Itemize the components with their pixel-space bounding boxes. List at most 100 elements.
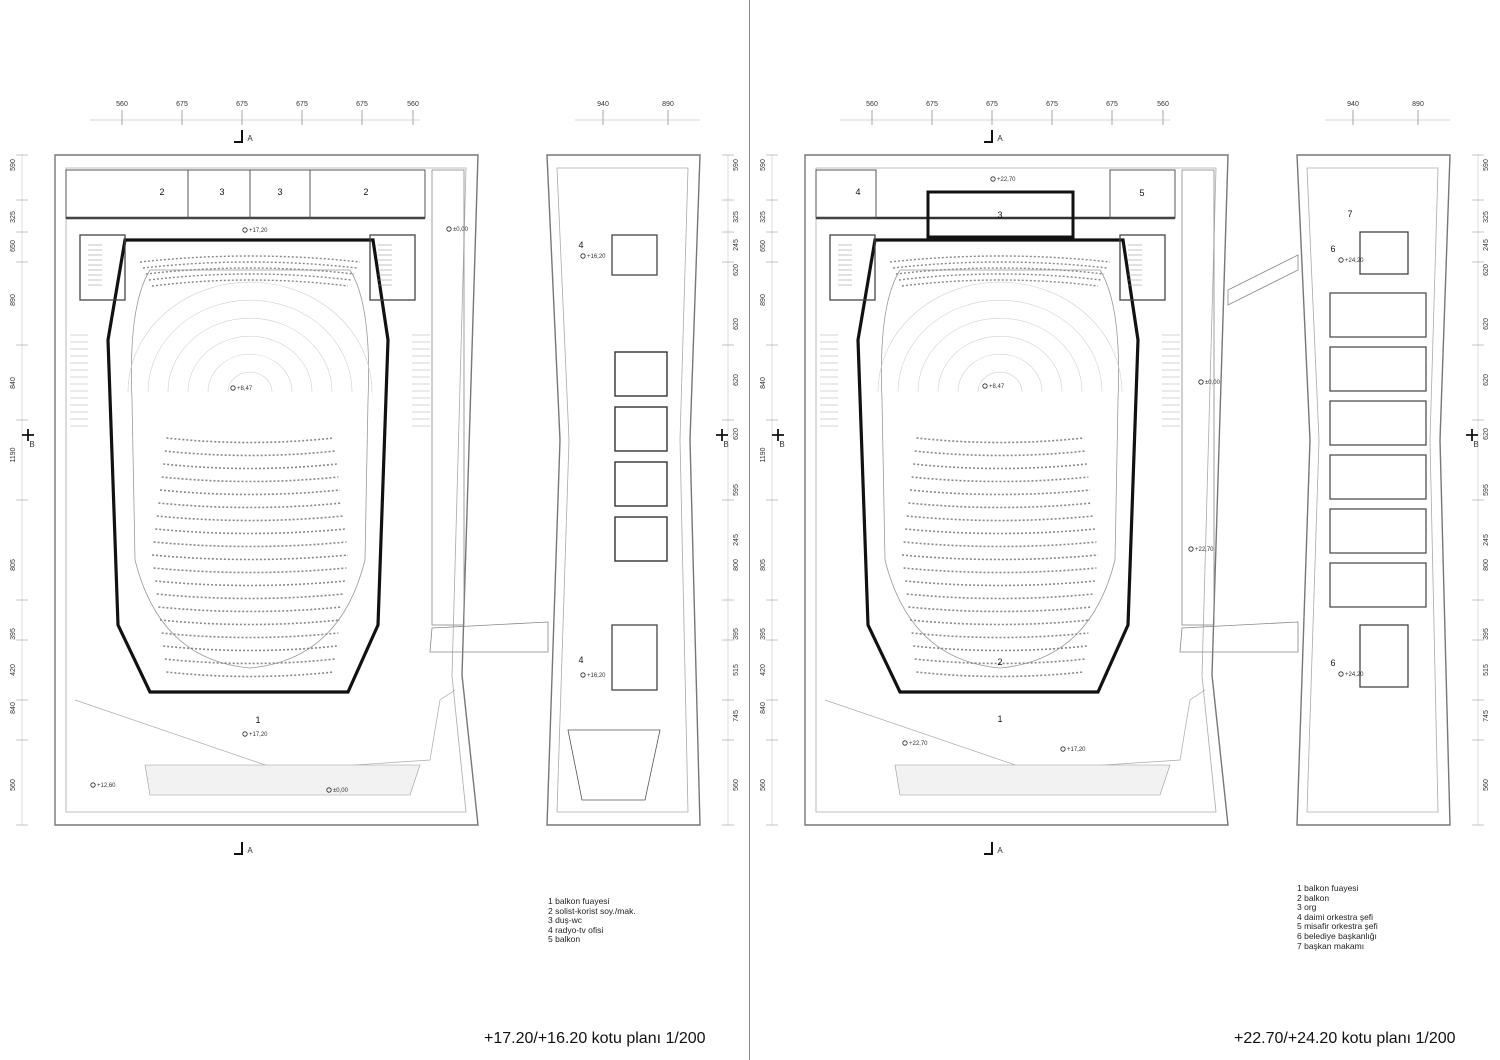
stage-arc xyxy=(147,299,353,393)
room xyxy=(815,169,877,219)
elevation-symbol xyxy=(446,226,452,232)
dimension-label: 560 xyxy=(733,779,740,791)
dimension-label: 245 xyxy=(733,239,740,251)
elevation-label: +22,70 xyxy=(909,741,928,747)
dimension-label: 245 xyxy=(733,534,740,546)
choir-row xyxy=(142,261,358,269)
elevation-symbol xyxy=(230,385,236,391)
dimension-label: 560 xyxy=(760,779,767,791)
legend-item: 4 daimi orkestra şefi xyxy=(1297,911,1374,922)
annex-core xyxy=(611,624,658,691)
section-a-marker xyxy=(234,842,243,855)
elevation-symbol xyxy=(1338,671,1344,677)
seat-row xyxy=(901,554,1099,561)
seat-row xyxy=(158,502,342,509)
seat-row xyxy=(156,515,344,522)
dimension-label: 805 xyxy=(10,559,17,571)
hall-wall xyxy=(856,238,1140,694)
stair-core xyxy=(1119,234,1166,301)
dimension-label: 745 xyxy=(733,710,740,722)
section-b-marker xyxy=(772,429,784,441)
annex-inner-wall xyxy=(1306,167,1439,813)
dimension-label: 940 xyxy=(1347,101,1359,108)
seat-row xyxy=(166,437,334,444)
room-number: 2 xyxy=(997,657,1002,667)
dimension-label: 675 xyxy=(296,101,308,108)
dimension-label: 590 xyxy=(1483,159,1490,171)
seat-row xyxy=(156,593,344,600)
seat-row xyxy=(151,554,349,561)
legend-item: 1 balkon fuayesi xyxy=(1297,883,1359,893)
dimension-label: 595 xyxy=(1483,484,1490,496)
side-corridor xyxy=(1181,169,1215,626)
seat-row xyxy=(908,502,1092,509)
room-number: 4 xyxy=(855,187,860,197)
room-number: 6 xyxy=(1330,658,1335,668)
section-a-marker xyxy=(234,130,243,143)
elevation-markers: +22,70+24,20+8,47±0,00+22,70+24,20+22,70… xyxy=(902,176,1364,753)
seat-row xyxy=(906,515,1094,522)
seat-row xyxy=(909,619,1091,626)
dimension-label: 890 xyxy=(10,294,17,306)
seat-row xyxy=(153,541,347,548)
stair-core xyxy=(369,234,416,301)
seat-row xyxy=(163,463,337,470)
auditorium-hall xyxy=(106,238,390,694)
dimension-label: 395 xyxy=(733,628,740,640)
stair-landing xyxy=(144,764,421,796)
dimension-label: 325 xyxy=(1483,211,1490,223)
room xyxy=(1109,169,1176,219)
dimension-label: 1190 xyxy=(760,447,767,462)
dimension-label: 650 xyxy=(10,240,17,252)
outer-wall xyxy=(54,154,479,826)
foyer-edge xyxy=(74,689,456,771)
room xyxy=(309,169,426,219)
section-a-label: A xyxy=(997,846,1003,855)
elevation-label: +8,47 xyxy=(237,386,253,392)
room-number: 3 xyxy=(219,187,224,197)
elevation-symbol xyxy=(326,787,332,793)
annex-core xyxy=(1359,231,1409,275)
elevation-label: +24,20 xyxy=(1345,258,1364,264)
legend: 1 balkon fuayesi 2 solist-korist soy./ma… xyxy=(548,896,636,945)
stage-arc xyxy=(957,353,1043,393)
stage-arc xyxy=(877,281,1123,393)
dimension-label: 595 xyxy=(733,484,740,496)
section-a-marker xyxy=(984,130,993,143)
elevation-symbol xyxy=(580,672,586,678)
elevation-symbol xyxy=(1338,257,1344,263)
dimension-label: 560 xyxy=(10,779,17,791)
office xyxy=(1329,562,1427,608)
section-b-marker xyxy=(1466,429,1478,441)
elevation-label: +24,20 xyxy=(1345,672,1364,678)
upper-bridge xyxy=(1227,254,1299,306)
dimension-label: 650 xyxy=(760,240,767,252)
sheet-divider xyxy=(749,0,750,1060)
dimension-label: 245 xyxy=(1483,239,1490,251)
section-a-label: A xyxy=(247,134,253,143)
legend-item: 2 balkon xyxy=(1297,892,1330,903)
choir-row xyxy=(148,273,352,281)
seat-row xyxy=(159,489,341,496)
legend-item: 6 belediye başkanlığı xyxy=(1297,930,1377,941)
legend-item: 3 duş-wc xyxy=(548,915,583,926)
room-number: 6 xyxy=(1330,244,1335,254)
dimension-label: 620 xyxy=(733,374,740,386)
dimension-label: 745 xyxy=(1483,710,1490,722)
office xyxy=(614,406,668,452)
dimension-label: 890 xyxy=(760,294,767,306)
room-number: 4 xyxy=(578,655,583,665)
dimension-label: 590 xyxy=(10,159,17,171)
room-number: 1 xyxy=(997,714,1002,724)
elevation-symbol xyxy=(1198,379,1204,385)
building-outline xyxy=(54,154,549,826)
seat-row xyxy=(909,489,1091,496)
section-b-label: B xyxy=(779,440,784,449)
elevation-symbol xyxy=(1060,746,1066,752)
elevation-label: ±0,00 xyxy=(333,788,349,794)
office xyxy=(1329,508,1427,554)
